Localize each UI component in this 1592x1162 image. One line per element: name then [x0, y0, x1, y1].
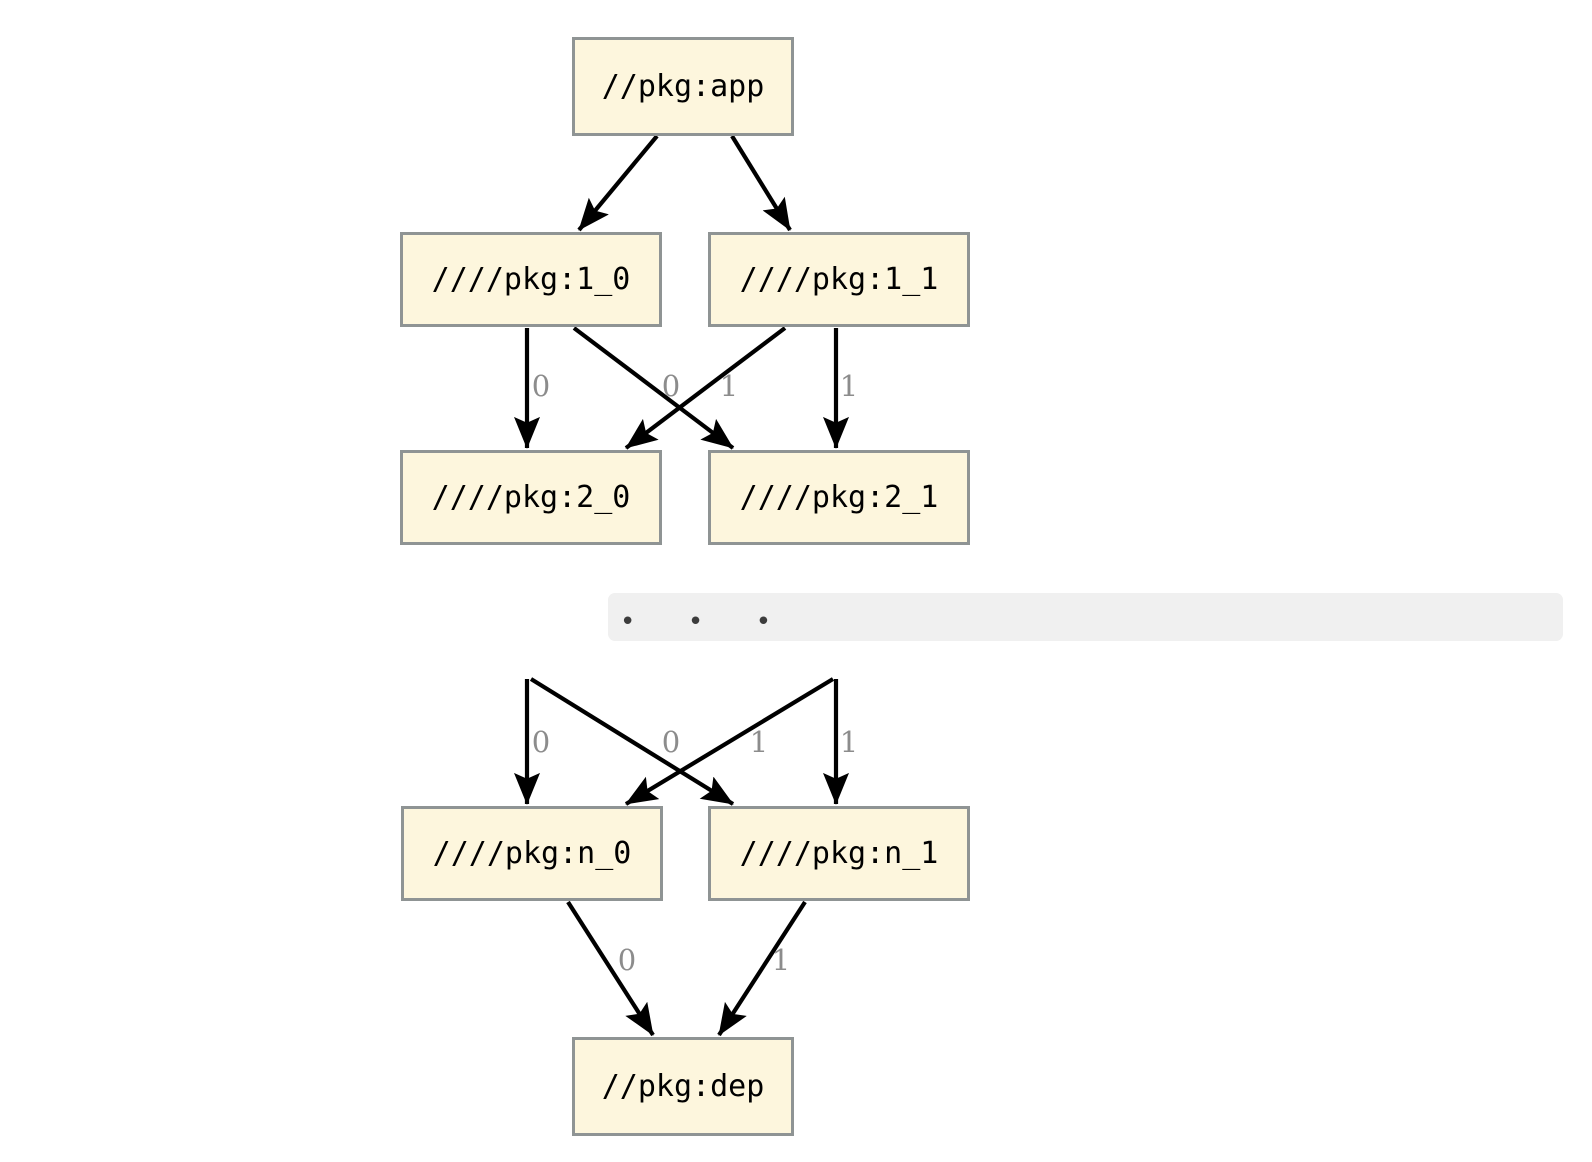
edge-src-to-ln_1 [529, 677, 735, 806]
node-label: ////pkg:1_0 [431, 262, 631, 297]
edge-ln_1-to-dep [717, 900, 807, 1037]
edge-l1_1-to-l2_0 [624, 326, 787, 450]
edge-label: 1 [839, 725, 859, 759]
node-dep[interactable]: //pkg:dep [572, 1037, 794, 1136]
edge-app-to-l1_1 [730, 134, 792, 232]
edge-label: 1 [749, 725, 769, 759]
edge-label: 0 [617, 943, 637, 977]
node-l1_1[interactable]: ////pkg:1_1 [708, 232, 970, 327]
node-l1_0[interactable]: ////pkg:1_0 [400, 232, 662, 327]
edge-src-to-ln_0 [624, 677, 835, 806]
edge-label: 1 [771, 943, 791, 977]
node-label: ////pkg:n_1 [739, 836, 939, 871]
node-ln_1[interactable]: ////pkg:n_1 [708, 806, 970, 901]
node-label: ////pkg:2_0 [431, 480, 631, 515]
edge-app-to-l1_0 [577, 134, 659, 232]
node-label: //pkg:app [601, 69, 765, 104]
edge-ln_0-to-dep [566, 900, 655, 1037]
ellipsis-dots: • • • [620, 607, 784, 637]
node-l2_1[interactable]: ////pkg:2_1 [708, 450, 970, 545]
node-label: ////pkg:n_0 [432, 836, 632, 871]
node-label: ////pkg:1_1 [739, 262, 939, 297]
edge-label: 0 [531, 369, 551, 403]
edge-label: 0 [531, 725, 551, 759]
node-label: //pkg:dep [601, 1069, 765, 1104]
node-ln_0[interactable]: ////pkg:n_0 [401, 806, 663, 901]
edge-label: 1 [839, 369, 859, 403]
edge-label: 0 [661, 369, 681, 403]
ellipsis-banner: • • • [608, 593, 1563, 641]
node-label: ////pkg:2_1 [739, 480, 939, 515]
node-app[interactable]: //pkg:app [572, 37, 794, 136]
edge-l1_0-to-l2_1 [572, 326, 735, 450]
node-l2_0[interactable]: ////pkg:2_0 [400, 450, 662, 545]
edges-group [513, 134, 850, 1037]
edge-label: 1 [719, 369, 739, 403]
edge-label: 0 [661, 725, 681, 759]
